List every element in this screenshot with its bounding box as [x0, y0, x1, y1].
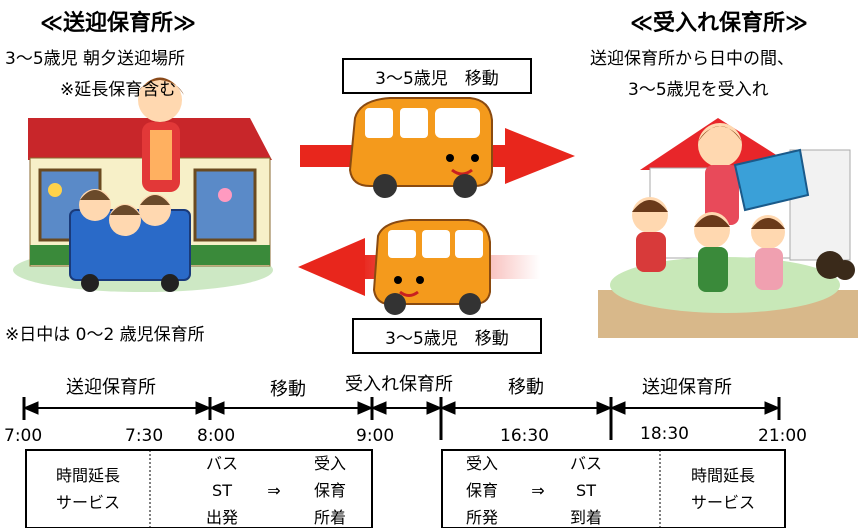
- right-extended-service-line2: サービス: [690, 493, 755, 512]
- timeline-segment-move-evening: 移動: [508, 377, 544, 398]
- bus-top-icon: [348, 97, 493, 198]
- tick-2100: 21:00: [758, 426, 807, 446]
- left-arrival-line2: 保育: [313, 481, 346, 500]
- tick-0900: 9:00: [356, 426, 395, 446]
- right-bus-line3: 到着: [569, 508, 602, 527]
- pickup-nursery-line2: ※延長保育含む: [60, 80, 177, 100]
- tick-0800: 8:00: [197, 426, 236, 446]
- left-bus-line3: 出発: [205, 508, 238, 527]
- left-bus-departure: バス ST 出発: [192, 450, 252, 531]
- move-label-bottom: 3〜5歳児 移動: [352, 318, 542, 354]
- right-departure-line2: 保育: [465, 481, 498, 500]
- right-extended-service-line1: 時間延長: [690, 466, 755, 485]
- left-flow-arrow: ⇒: [267, 481, 281, 500]
- receiving-nursery-illustration: [598, 118, 858, 338]
- left-bus-line1: バス: [205, 454, 238, 473]
- timeline-segment-move-morning: 移動: [270, 379, 306, 400]
- pickup-nursery-note: ※日中は 0〜2 歳児保育所: [5, 325, 205, 345]
- timeline: [22, 397, 781, 440]
- pickup-nursery-title: ≪送迎保育所≫: [40, 11, 197, 36]
- timeline-segment-pickup-evening: 送迎保育所: [642, 377, 732, 398]
- move-label-top: 3〜5歳児 移動: [342, 58, 532, 94]
- left-arrival-line1: 受入: [313, 454, 346, 473]
- left-extended-service-line2: サービス: [55, 493, 120, 512]
- right-flow-arrow: ⇒: [531, 481, 545, 500]
- timeline-segment-receiving: 受入れ保育所: [345, 374, 453, 395]
- schedule-table: [25, 449, 786, 528]
- left-arrival-receiving: 受入 保育 所着: [300, 450, 360, 531]
- tick-0700: 7:00: [4, 426, 43, 446]
- receiving-nursery-line1: 送迎保育所から日中の間、: [590, 49, 794, 69]
- right-extended-service: 時間延長 サービス: [664, 462, 782, 516]
- left-extended-service: 時間延長 サービス: [30, 462, 146, 516]
- right-receiving-departure: 受入 保育 所発: [452, 450, 512, 531]
- left-extended-service-line1: 時間延長: [55, 466, 120, 485]
- right-bus-line2: ST: [576, 481, 596, 500]
- bus-bottom-icon: [372, 219, 491, 315]
- receiving-nursery-line2: 3〜5歳児を受入れ: [628, 80, 769, 100]
- right-bus-line1: バス: [569, 454, 602, 473]
- tick-1830: 18:30: [640, 424, 689, 444]
- right-departure-line3: 所発: [465, 508, 498, 527]
- nursery-building-illustration: [13, 77, 273, 292]
- timeline-segment-pickup-morning: 送迎保育所: [66, 377, 156, 398]
- right-bus-arrival: バス ST 到着: [556, 450, 616, 531]
- left-arrival-line3: 所着: [313, 508, 346, 527]
- left-bus-line2: ST: [212, 481, 232, 500]
- receiving-nursery-title: ≪受入れ保育所≫: [630, 11, 809, 36]
- right-departure-line1: 受入: [465, 454, 498, 473]
- tick-0730: 7:30: [125, 426, 164, 446]
- tick-1630: 16:30: [500, 426, 549, 446]
- pickup-nursery-line1: 3〜5歳児 朝夕送迎場所: [5, 49, 186, 69]
